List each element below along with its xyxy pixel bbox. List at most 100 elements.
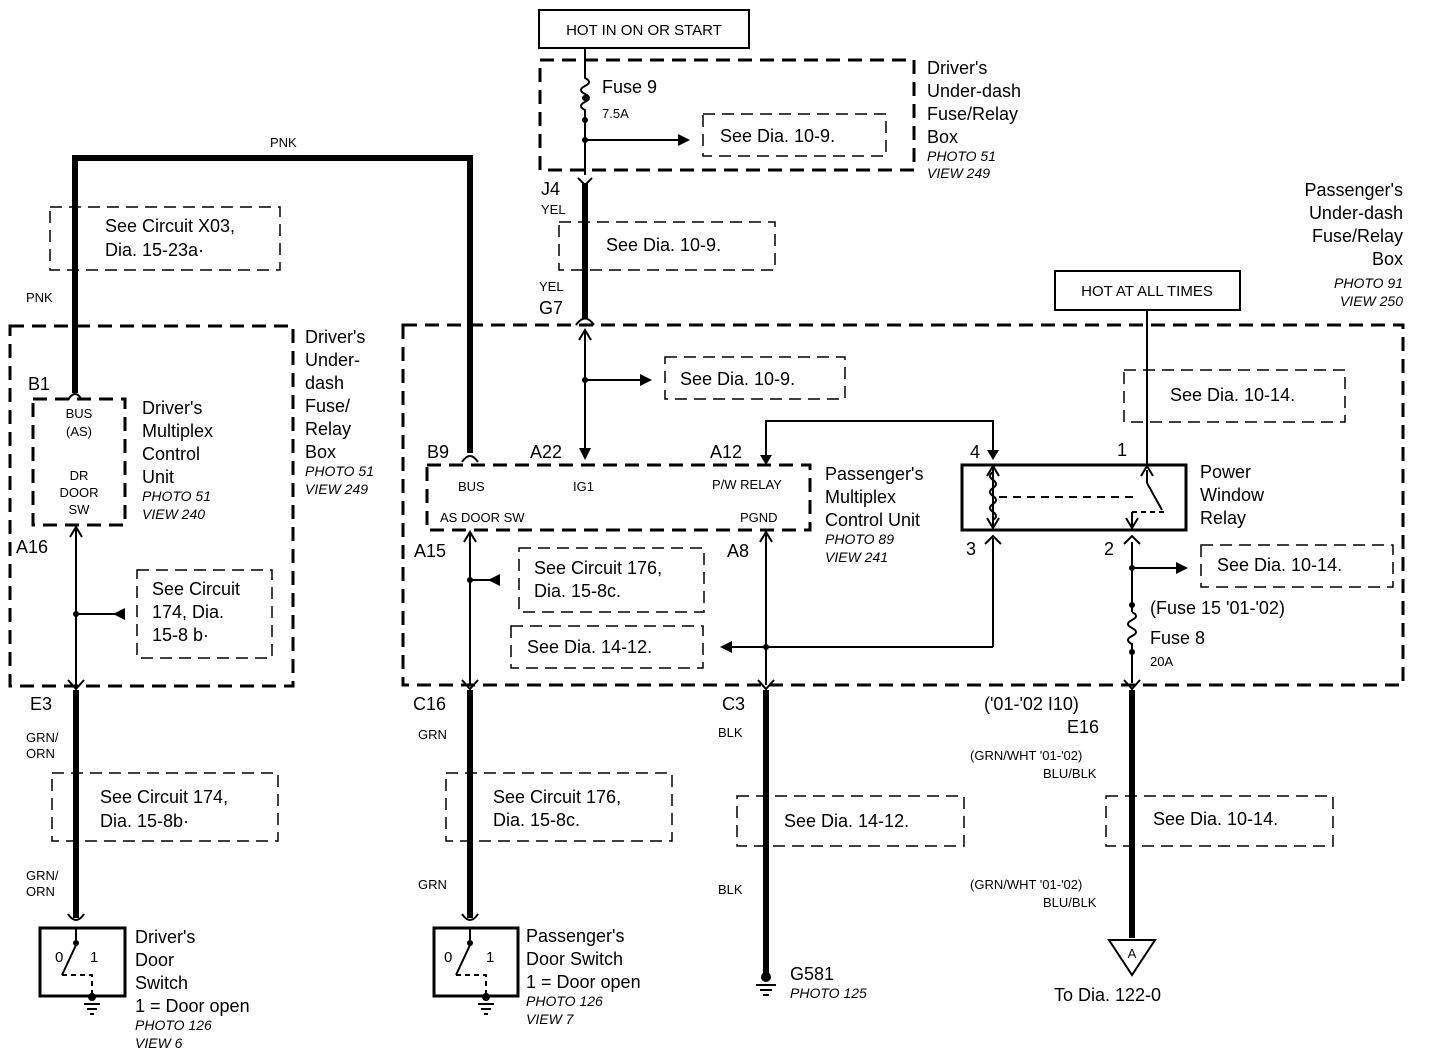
pass-fuse-box-label: Passenger's Under-dash Fuse/Relay Box PH… — [1305, 180, 1404, 309]
see-dia-10-14-box-2 — [1200, 544, 1394, 588]
connector-e16-note: ('01-'02 I10) — [984, 694, 1079, 714]
power-window-relay-label: Power Window Relay — [1200, 462, 1265, 528]
driver-fuse-box-top — [538, 58, 916, 172]
connector-c16 — [461, 679, 479, 691]
connector-c16-label: C16 — [413, 694, 446, 714]
to-dia-label: To Dia. 122-0 — [1054, 985, 1161, 1005]
connector-a8-label: A8 — [727, 541, 749, 561]
see-dia-10-9-box-2 — [558, 221, 776, 271]
svg-text:SW: SW — [69, 502, 91, 517]
ground-g581-photo: PHOTO 125 — [790, 985, 867, 1001]
driver-mcu-label: Driver's Multiplex Control Unit PHOTO 51… — [142, 398, 213, 522]
see-circuit-176-line-1: See Circuit 176, — [534, 558, 662, 578]
wire-color-grn-orn-1a: GRN/ — [26, 730, 59, 745]
see-dia-14-12-box-1 — [510, 625, 704, 669]
see-dia-14-12-box-2 — [736, 795, 965, 847]
connector-e3-label: E3 — [30, 694, 52, 714]
wire-color-grn-1: GRN — [418, 727, 447, 742]
connector-a12-label: A12 — [710, 442, 742, 462]
svg-text:VIEW 6: VIEW 6 — [135, 1035, 183, 1051]
svg-text:PHOTO 126: PHOTO 126 — [135, 1017, 212, 1033]
wire-color-pnk-2: PNK — [26, 290, 53, 305]
pass-switch-pos0: 0 — [444, 949, 452, 966]
fuse-8-symbol — [1127, 611, 1137, 683]
svg-text:1 = Door open: 1 = Door open — [526, 972, 641, 992]
see-dia-10-9-label-3: See Dia. 10-9. — [680, 369, 795, 389]
see-circuit-x03-line-1: See Circuit X03, — [105, 216, 235, 236]
svg-text:dash: dash — [305, 373, 344, 393]
svg-text:Driver's: Driver's — [927, 58, 987, 78]
hot-in-on-start-label: HOT IN ON OR START — [566, 22, 722, 39]
fuse-8-alt: (Fuse 15 '01-'02) — [1150, 598, 1285, 618]
relay-pin-3: 3 — [966, 539, 976, 559]
see-dia-10-9-label-1: See Dia. 10-9. — [720, 126, 835, 146]
svg-text:VIEW 241: VIEW 241 — [825, 549, 888, 565]
svg-text:Fuse/Relay: Fuse/Relay — [1312, 226, 1403, 246]
wire-color-grn-wht-2: (GRN/WHT '01-'02) — [970, 877, 1082, 892]
connector-a15-label: A15 — [414, 541, 446, 561]
svg-text:Control Unit: Control Unit — [825, 510, 920, 530]
svg-text:1 = Door open: 1 = Door open — [135, 996, 250, 1016]
wire-color-blk-2: BLK — [718, 882, 743, 897]
see-circuit-176-low-line-1: See Circuit 176, — [493, 787, 621, 807]
driver-switch-pos0: 0 — [55, 949, 63, 966]
ground-icon — [756, 972, 776, 996]
fuse-8-rating: 20A — [1150, 654, 1173, 669]
pass-door-switch-label: Passenger's Door Switch 1 = Door open PH… — [526, 926, 641, 1027]
wire-color-grn-2: GRN — [418, 877, 447, 892]
svg-text:Under-dash: Under-dash — [1309, 203, 1403, 223]
driver-mcu-pins: BUS (AS) DR DOOR SW — [60, 406, 99, 517]
svg-text:Under-dash: Under-dash — [927, 81, 1021, 101]
relay-switch-icon — [1146, 482, 1163, 511]
svg-text:Relay: Relay — [305, 419, 351, 439]
wire-color-yel-1: YEL — [541, 202, 566, 217]
driver-door-switch — [38, 926, 127, 998]
see-circuit-174-line-1: See Circuit — [152, 579, 240, 599]
see-circuit-174-box — [136, 569, 273, 659]
svg-text:Driver's: Driver's — [135, 927, 195, 947]
svg-text:(AS): (AS) — [66, 424, 92, 439]
driver-fuse-box-left — [8, 324, 295, 688]
svg-text:Passenger's: Passenger's — [1305, 180, 1404, 200]
see-circuit-174-low-line-1: See Circuit 174, — [100, 787, 228, 807]
connector-b9-label: B9 — [427, 442, 449, 462]
svg-text:Multiplex: Multiplex — [142, 421, 213, 441]
svg-text:Passenger's: Passenger's — [825, 464, 924, 484]
arrow-icon — [640, 374, 652, 386]
svg-text:Driver's: Driver's — [142, 398, 202, 418]
pass-mcu-pin-pgnd: PGND — [740, 510, 778, 525]
svg-text:BUS: BUS — [66, 406, 93, 421]
pass-mcu-pin-ig1: IG1 — [573, 479, 594, 494]
see-dia-10-14-label-2: See Dia. 10-14. — [1217, 555, 1342, 575]
fuse-8-name: Fuse 8 — [1150, 628, 1205, 648]
wire-color-grn-wht-1: (GRN/WHT '01-'02) — [970, 748, 1082, 763]
arrow-icon — [720, 641, 732, 653]
see-circuit-176-box — [518, 547, 705, 613]
svg-text:Passenger's: Passenger's — [526, 926, 625, 946]
pass-mcu-pin-pw-relay: P/W RELAY — [712, 477, 782, 492]
svg-text:Under-: Under- — [305, 350, 360, 370]
connector-a22-label: A22 — [530, 442, 562, 462]
ground-g581-name: G581 — [790, 964, 834, 984]
svg-text:VIEW 250: VIEW 250 — [1340, 293, 1403, 309]
offpage-connector-letter: A — [1128, 946, 1137, 961]
ground-icon — [84, 993, 100, 1015]
see-circuit-174-line-3: 15-8 b· — [152, 625, 209, 645]
svg-text:Box: Box — [305, 442, 336, 462]
svg-text:VIEW 249: VIEW 249 — [305, 481, 368, 497]
connector-b9 — [461, 455, 479, 463]
svg-text:Relay: Relay — [1200, 508, 1246, 528]
fuse-9-name: Fuse 9 — [602, 77, 657, 97]
connector-j4-label: J4 — [541, 179, 560, 199]
svg-text:Window: Window — [1200, 485, 1265, 505]
see-dia-14-12-label-2: See Dia. 14-12. — [784, 811, 909, 831]
driver-switch-pos1: 1 — [90, 949, 98, 966]
wire-color-pnk-1: PNK — [270, 135, 297, 150]
connector-e16-label: E16 — [1067, 717, 1099, 737]
arrow-icon — [488, 574, 500, 586]
driver-fuse-box-top-label: Driver's Under-dash Fuse/Relay Box PHOTO… — [927, 58, 1021, 181]
svg-text:VIEW 7: VIEW 7 — [526, 1011, 575, 1027]
connector-e16 — [1123, 679, 1141, 691]
ground-icon — [478, 993, 494, 1015]
